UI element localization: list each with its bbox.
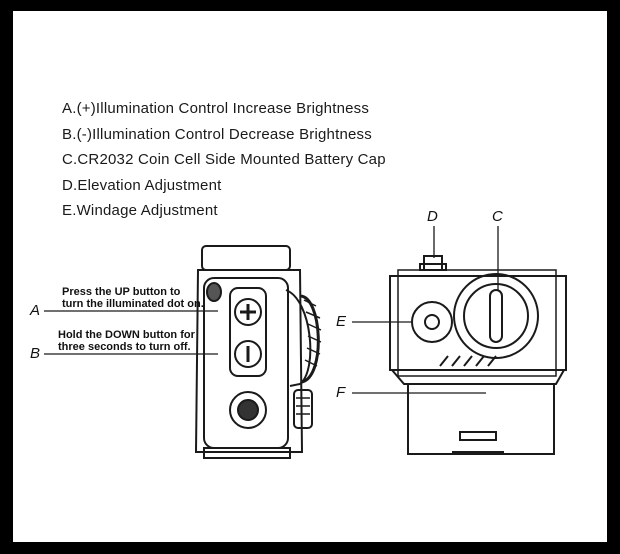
note-up: Press the UP button to turn the illumina… [62,286,204,310]
plus-button-icon[interactable] [234,298,262,326]
battery-cap-icon[interactable] [453,273,539,359]
side-knob-icon [229,391,267,429]
callout-c: C [492,208,503,225]
legend-item-b: B.(-)Illumination Control Decrease Brigh… [62,125,372,143]
windage-turret-icon[interactable] [411,301,453,343]
legend-item-e: E.Windage Adjustment [62,202,218,219]
legend-list: A.(+)Illumination Control Increase Brigh… [62,96,386,224]
callout-b: B [30,345,41,362]
callout-a: A [30,302,41,319]
callout-lines [44,226,499,394]
note-down: Hold the DOWN button for three seconds t… [58,329,195,353]
legend-item-d: D.Elevation Adjustment [62,176,222,194]
side-view-sight [194,245,322,459]
callout-f: F [336,384,346,401]
legend-item-a: A.(+)Illumination Control Increase Brigh… [62,100,370,117]
callout-e: E [336,313,347,330]
brand-emboss [206,282,222,302]
legend-item-c: C.CR2032 Coin Cell Side Mounted Battery … [62,151,386,168]
minus-button-icon[interactable] [234,340,262,368]
callout-d: D [427,208,438,225]
